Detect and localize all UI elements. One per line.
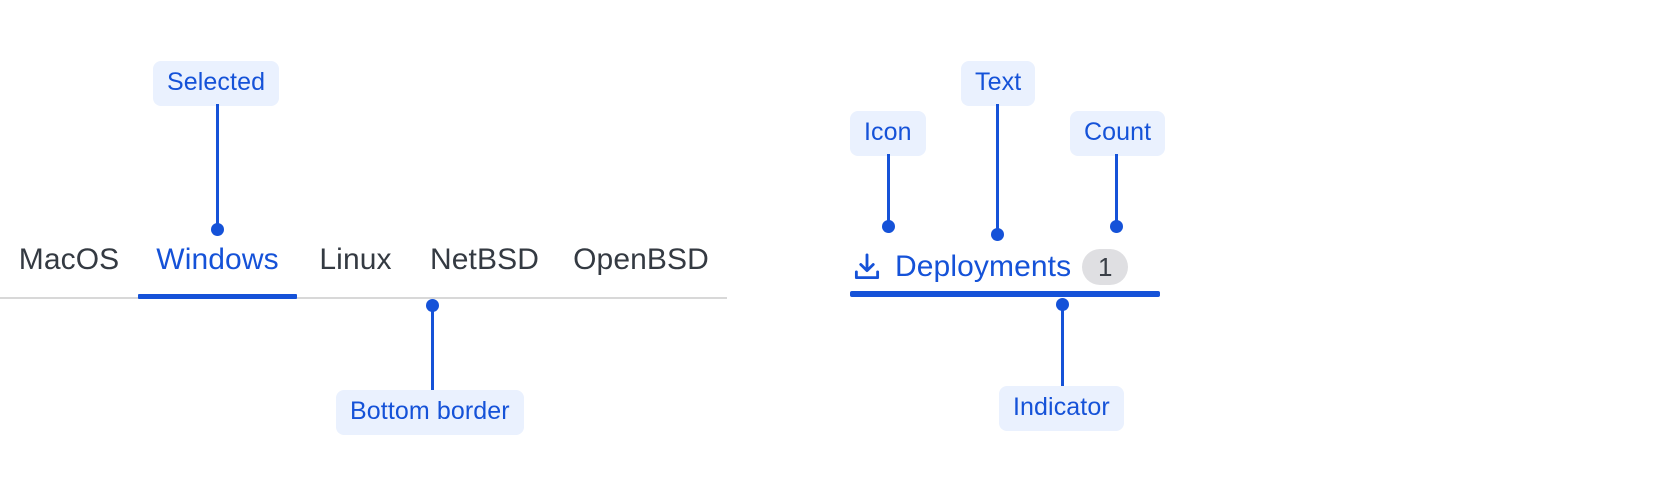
callout-indicator: Indicator [999,386,1124,431]
tab-deployments-content: Deployments 1 [850,243,1129,290]
download-icon [854,253,880,279]
leader-line-icon [887,154,890,226]
callout-text: Text [961,61,1036,106]
tab-macos-label: MacOS [18,243,120,276]
leader-dot-count [1110,220,1123,233]
tabbar-bottom-border [0,297,727,299]
tab-netbsd-label: NetBSD [430,243,539,276]
tab-windows-underline [138,294,297,299]
tab-linux[interactable]: Linux [297,243,414,299]
callout-icon: Icon [850,111,926,156]
tab-linux-label: Linux [319,243,392,276]
tab-netbsd[interactable]: NetBSD [414,243,555,299]
leader-line-selected [216,104,219,229]
leader-line-indicator [1061,303,1064,386]
leader-line-text [996,104,999,229]
callout-selected: Selected [153,61,280,106]
leader-line-count [1115,154,1118,226]
tab-deployments[interactable]: Deployments 1 [850,243,1160,297]
leader-line-bottom-border [431,306,434,390]
tab-windows-label: Windows [156,243,279,276]
leader-dot-selected [211,223,224,236]
tab-openbsd[interactable]: OpenBSD [555,243,727,299]
callout-count: Count [1070,111,1166,156]
tab-deployments-count-badge: 1 [1082,248,1129,285]
leader-dot-bottom-border [426,299,439,312]
callout-bottom-border: Bottom border [336,390,524,435]
tab-openbsd-label: OpenBSD [573,243,709,276]
tab-deployments-label: Deployments [895,249,1072,283]
leader-dot-indicator [1056,298,1069,311]
tabbar-os: MacOS Windows Linux NetBSD OpenBSD [0,243,727,299]
tab-windows[interactable]: Windows [138,243,297,299]
tab-deployments-indicator [850,291,1160,297]
tab-macos[interactable]: MacOS [0,243,138,299]
leader-dot-icon [882,220,895,233]
leader-dot-text [991,228,1004,241]
